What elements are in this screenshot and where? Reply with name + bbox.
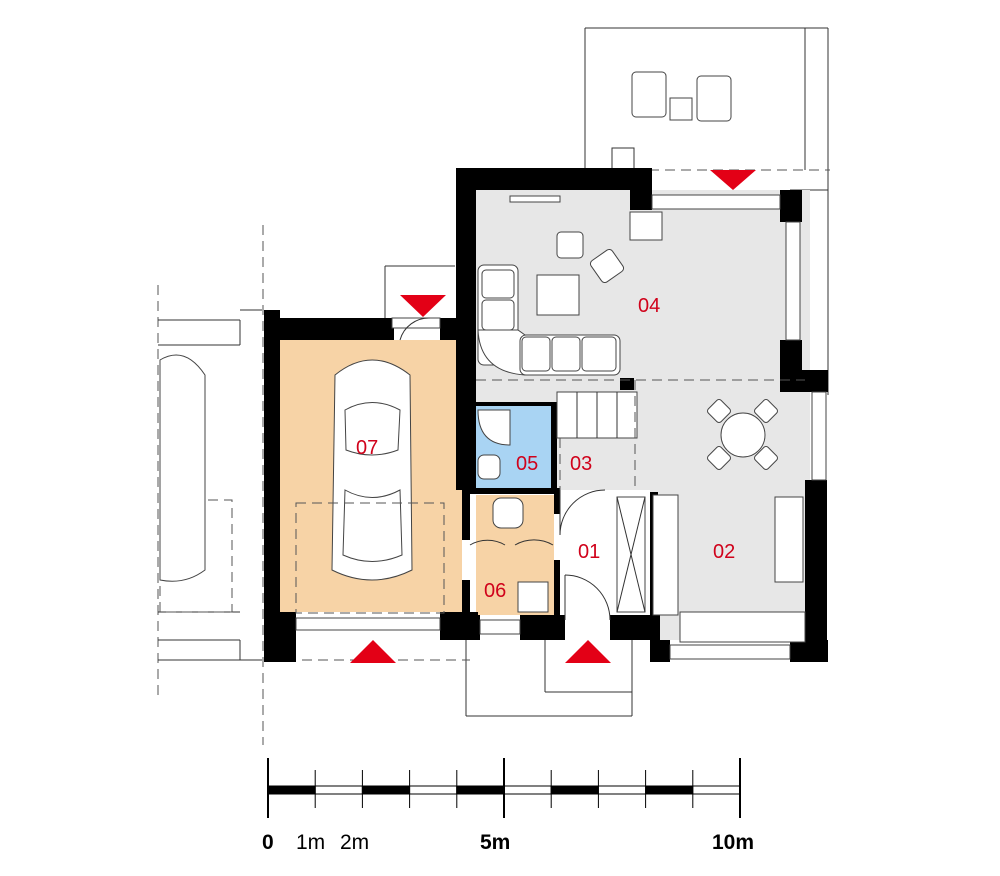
openings [295,194,827,660]
scale-label-5m: 5m [480,831,510,854]
staircase [476,379,805,490]
scale-label-1m: 1m [296,831,325,854]
terrace-chairs [631,71,732,122]
furniture [476,71,806,643]
scale-segment [597,785,647,795]
red-triangle-icon [565,640,611,663]
scale-label-0: 0 [262,831,274,854]
entrance-markers [350,170,756,663]
room-label-05: 05 [516,453,538,475]
red-triangle-icon [350,640,396,663]
neighbour-car-icon [159,354,206,582]
utility-fixtures [492,497,549,613]
scale-label-2m: 2m [340,831,369,854]
scale-segment [550,785,599,795]
scale-bar: 0 1m 2m 5m 10m [262,758,754,854]
sofa-icon [477,264,621,376]
scale-segment [409,785,458,795]
kitchen-fixtures [616,494,806,643]
room-label-01: 01 [578,541,600,563]
armchair-icon [556,231,625,284]
room-label-03: 03 [570,453,592,475]
scale-segment [314,785,363,795]
dining-table-icon [707,399,778,470]
scale-segment [267,785,316,795]
red-triangle-icon [400,295,446,317]
room-label-06: 06 [484,580,506,602]
scale-segment [692,785,741,795]
red-triangle-icon [710,170,756,190]
room-label-04: 04 [638,295,660,317]
coffee-table [536,274,580,316]
scale-segment [361,785,411,795]
scale-label-10m: 10m [712,831,754,854]
scale-segment [503,785,552,795]
room-label-07: 07 [356,437,378,459]
room-label-02: 02 [713,541,735,563]
scale-segment [456,785,505,795]
scale-segment [645,785,694,795]
car-icon [295,359,445,614]
site-context [157,27,830,745]
bathroom-fixtures [477,409,511,480]
room-labels: 04 07 05 03 01 02 06 [356,295,735,602]
